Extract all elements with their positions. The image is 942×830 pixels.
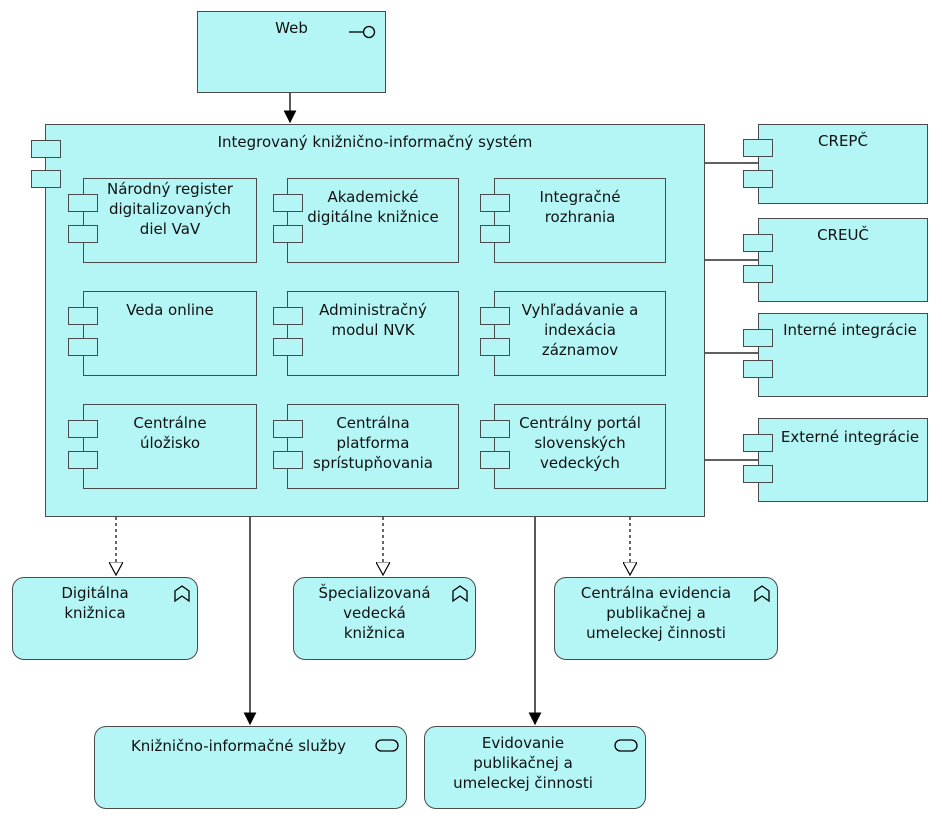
web-label: Web xyxy=(275,19,308,37)
system-title: Integrovaný knižnično-informačný systém xyxy=(217,133,533,151)
external-interne-integracie[interactable]: Interné integrácie xyxy=(758,313,928,397)
external-crepc[interactable]: CREPČ xyxy=(758,124,928,204)
component-icon-tab xyxy=(743,139,773,157)
component-icon-tab xyxy=(273,194,303,212)
component-icon-tab xyxy=(743,360,773,378)
component-icon-tab xyxy=(68,194,98,212)
external-label: Externé integrácie xyxy=(780,428,920,446)
service-icon xyxy=(614,739,638,752)
component-icon-tab xyxy=(743,329,773,347)
module-veda-online[interactable]: Veda online xyxy=(83,291,257,376)
service-icon xyxy=(375,739,399,752)
module-label: Centrálna platforma sprístupňovania xyxy=(312,414,433,472)
component-icon-tab xyxy=(273,225,303,243)
module-vyhladavanie[interactable]: Vyhľadávanie a indexácia záznamov xyxy=(494,291,666,376)
function-specializovana-kniznica[interactable]: Špecializovaná vedecká knižnica xyxy=(293,577,476,660)
module-centralny-portal[interactable]: Centrálny portál slovenských vedeckých xyxy=(494,404,666,489)
service-kniznicno-informacne-sluzby[interactable]: Knižnično-informačné služby xyxy=(94,726,407,809)
component-icon-tab xyxy=(31,170,61,188)
component-icon-tab xyxy=(68,451,98,469)
component-icon-tab xyxy=(743,434,773,452)
component-icon-tab xyxy=(480,338,510,356)
component-icon-tab xyxy=(480,225,510,243)
module-narodny-register[interactable]: Národný register digitalizovaných diel V… xyxy=(83,178,257,263)
function-label: Digitálna knižnica xyxy=(61,584,129,622)
external-label: CREPČ xyxy=(818,132,868,150)
module-label: Administračný modul NVK xyxy=(319,301,427,339)
component-icon-tab xyxy=(480,194,510,212)
function-icon xyxy=(452,585,468,603)
module-centralne-ulozisko[interactable]: Centrálne úložisko xyxy=(83,404,257,489)
module-integracne-rozhrania[interactable]: Integračné rozhrania xyxy=(494,178,666,263)
component-icon-tab xyxy=(68,307,98,325)
component-icon-tab xyxy=(273,420,303,438)
module-label: Akademické digitálne knižnice xyxy=(307,188,439,226)
component-icon-tab xyxy=(743,234,773,252)
module-centralna-platforma[interactable]: Centrálna platforma sprístupňovania xyxy=(287,404,459,489)
component-icon-tab xyxy=(743,265,773,283)
component-icon-tab xyxy=(480,420,510,438)
module-label: Centrálny portál slovenských vedeckých xyxy=(519,414,641,472)
service-label: Evidovanie publikačnej a umeleckej činno… xyxy=(453,734,593,792)
external-externe-integracie[interactable]: Externé integrácie xyxy=(758,418,928,502)
function-centralna-evidencia[interactable]: Centrálna evidencia publikačnej a umelec… xyxy=(554,577,778,660)
component-icon-tab xyxy=(273,307,303,325)
module-label: Vyhľadávanie a indexácia záznamov xyxy=(521,301,639,359)
function-label: Centrálna evidencia publikačnej a umelec… xyxy=(580,584,732,642)
external-label: Interné integrácie xyxy=(783,321,917,339)
component-icon-tab xyxy=(31,140,61,158)
module-label: Veda online xyxy=(126,301,214,319)
service-evidovanie[interactable]: Evidovanie publikačnej a umeleckej činno… xyxy=(424,726,646,809)
interface-icon xyxy=(349,25,376,39)
component-icon-tab xyxy=(480,451,510,469)
function-digitalna-kniznica[interactable]: Digitálna knižnica xyxy=(12,577,198,660)
component-icon-tab xyxy=(273,451,303,469)
module-label: Národný register digitalizovaných diel V… xyxy=(107,180,233,238)
component-icon-tab xyxy=(68,338,98,356)
component-icon-tab xyxy=(273,338,303,356)
component-icon-tab xyxy=(68,225,98,243)
component-icon-tab xyxy=(68,420,98,438)
component-icon-tab xyxy=(480,307,510,325)
external-label: CREUČ xyxy=(817,226,869,244)
component-icon-tab xyxy=(743,170,773,188)
module-label: Centrálne úložisko xyxy=(133,414,207,452)
module-akademicke-kniznice[interactable]: Akademické digitálne knižnice xyxy=(287,178,459,263)
module-label: Integračné rozhrania xyxy=(539,188,621,226)
function-label: Špecializovaná vedecká knižnica xyxy=(318,584,431,642)
function-icon xyxy=(174,585,190,603)
external-creuc[interactable]: CREUČ xyxy=(758,218,928,302)
module-administracny-modul[interactable]: Administračný modul NVK xyxy=(287,291,459,376)
function-icon xyxy=(754,585,770,603)
service-label: Knižnično-informačné služby xyxy=(130,737,347,755)
web-interface-box[interactable]: Web xyxy=(197,11,386,93)
component-icon-tab xyxy=(743,465,773,483)
